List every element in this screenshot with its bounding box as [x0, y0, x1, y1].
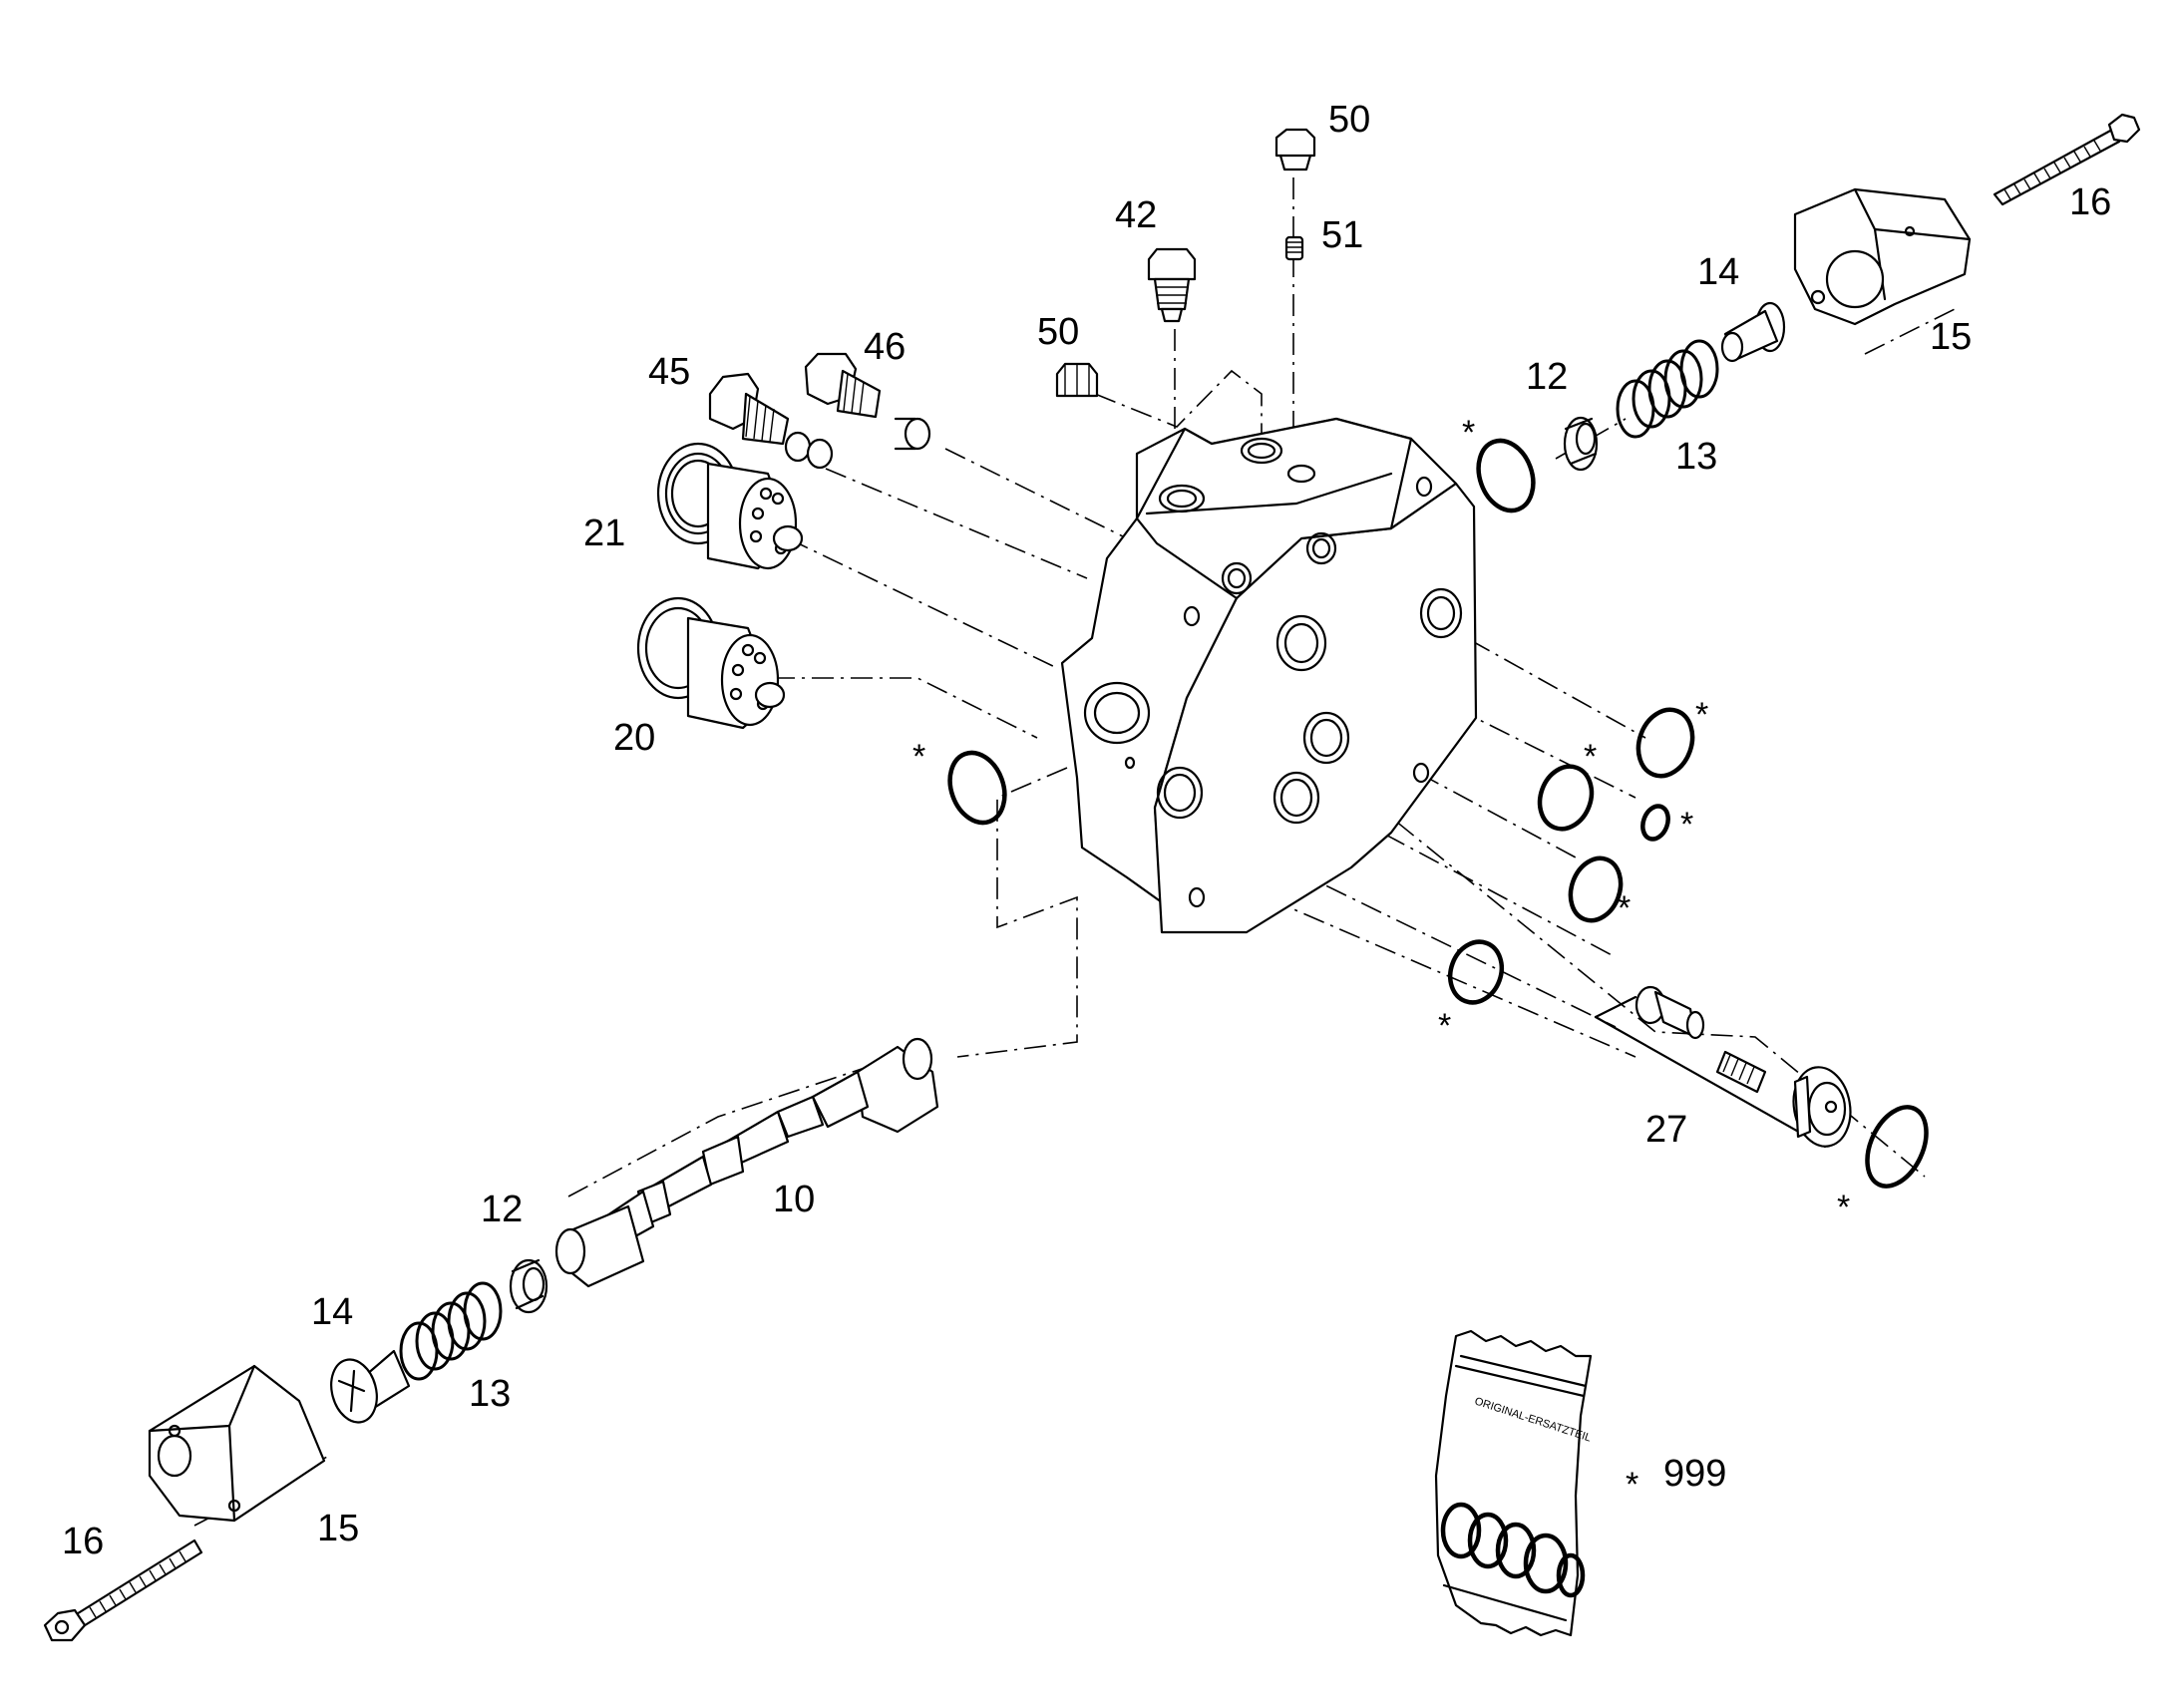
label-14-bottom: 14	[311, 1291, 353, 1333]
plug-50-top	[1274, 128, 1316, 171]
label-999: 999	[1663, 1453, 1726, 1495]
seal-marker: *	[1695, 696, 1708, 734]
spring-seat-14-top	[1720, 301, 1786, 363]
cap-15-top	[1793, 187, 1972, 326]
label-10: 10	[773, 1179, 815, 1220]
label-46: 46	[864, 326, 906, 368]
seal-marker: *	[1680, 806, 1693, 844]
cap-15-bottom	[148, 1364, 326, 1523]
bolt-16-top	[1993, 113, 2141, 206]
seal-marker: *	[912, 738, 925, 776]
label-50-mid: 50	[1037, 311, 1079, 353]
label-50-top: 50	[1328, 99, 1370, 141]
plug-42	[1147, 247, 1197, 323]
label-16-bottom: 16	[62, 1521, 104, 1562]
label-15-bottom: 15	[317, 1508, 359, 1549]
label-20: 20	[613, 717, 655, 759]
label-45: 45	[648, 351, 690, 393]
plug-50-mid	[1055, 362, 1099, 398]
o-rings-right	[947, 707, 1695, 1005]
seal-kit-bag: ORIGINAL-ERSATZTEIL	[1434, 1329, 1593, 1637]
valve-cartridge-20	[636, 596, 786, 730]
washer-12-bottom	[509, 1258, 548, 1314]
part-labels: 50 51 42 50 46 45 21 20 16 15 14 12 13 1…	[62, 99, 2111, 1562]
valve-housing	[1060, 417, 1478, 934]
spring-13-bottom	[399, 1281, 503, 1381]
label-21: 21	[583, 512, 625, 554]
label-16-top: 16	[2069, 181, 2111, 223]
seal-markers: * * * * * * * * *	[912, 414, 1850, 1504]
label-12-bottom: 12	[481, 1189, 523, 1230]
o-ring-top-right	[1476, 438, 1536, 513]
label-15-top: 15	[1930, 316, 1972, 358]
label-13-bottom: 13	[469, 1373, 511, 1415]
label-27: 27	[1645, 1109, 1687, 1151]
spring-13-top	[1616, 339, 1719, 439]
cartridge-45	[708, 372, 834, 470]
label-42: 42	[1115, 194, 1157, 236]
washer-12-top	[1563, 416, 1599, 472]
seal-marker: *	[1584, 738, 1597, 776]
seal-marker: *	[1618, 889, 1631, 927]
spring-seat-14-bottom	[330, 1349, 411, 1424]
seal-marker: *	[1626, 1466, 1638, 1504]
bolt-16-bottom	[43, 1538, 203, 1642]
seal-marker: *	[1438, 1007, 1451, 1045]
setscrew-51	[1284, 235, 1304, 261]
seal-marker: *	[1837, 1189, 1850, 1226]
valve-cartridge-21	[656, 442, 804, 570]
seal-marker: *	[1462, 414, 1475, 452]
check-valve-27	[1594, 985, 1929, 1189]
label-51: 51	[1321, 214, 1363, 256]
label-12-top: 12	[1526, 356, 1568, 398]
spool-10	[554, 1037, 939, 1288]
cartridge-46	[804, 352, 931, 451]
label-13-top: 13	[1675, 436, 1717, 478]
label-14-top: 14	[1697, 251, 1739, 293]
